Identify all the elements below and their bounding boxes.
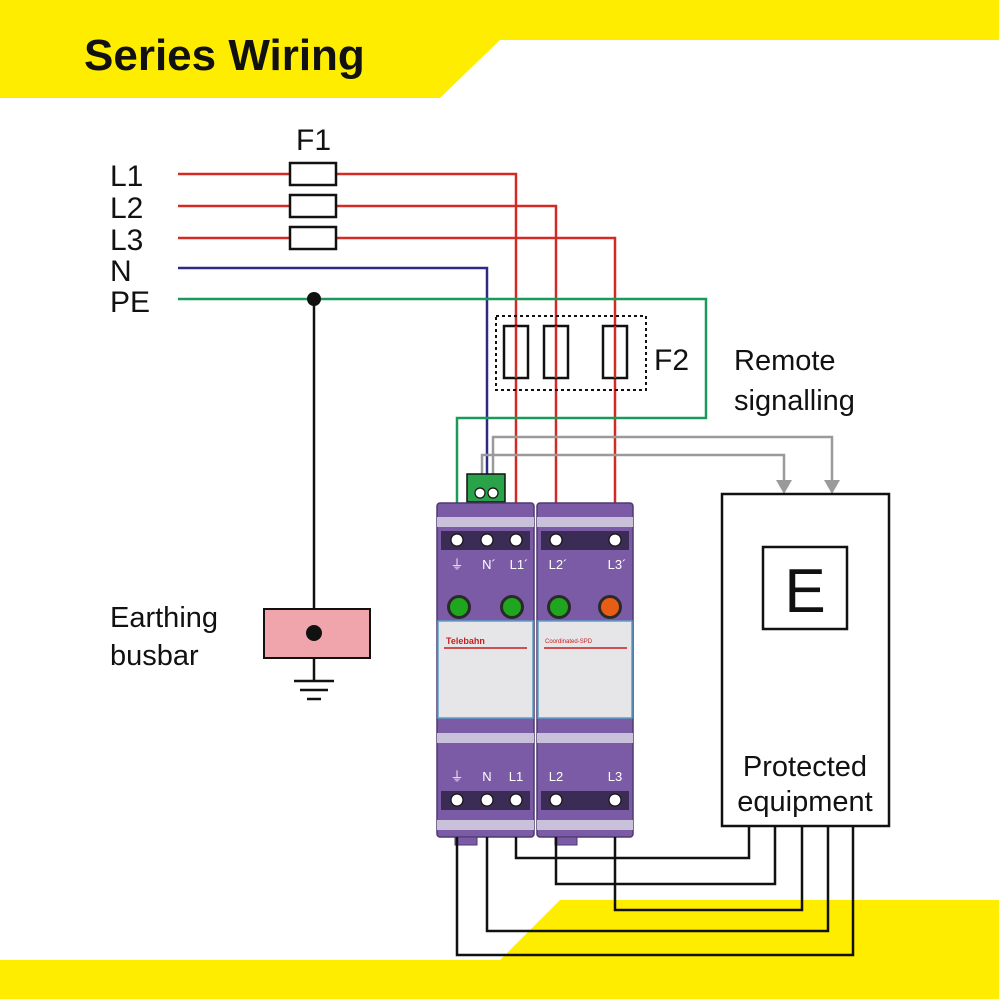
header-banner [0, 0, 999, 98]
remote-signal-terminal [466, 473, 506, 503]
top-terminal-label-l3: L3´ [608, 557, 627, 572]
remote-signalling-label-1: Remote [734, 345, 836, 377]
pe-wire [178, 297, 708, 505]
signal-arrow-1 [776, 480, 792, 494]
bottom-terminal-label-n: N [482, 769, 491, 784]
page-title: Series Wiring [84, 31, 365, 80]
remote-terminal-screw-1 [474, 487, 486, 499]
line-label-pe: PE [110, 286, 150, 319]
signal-wire-2 [491, 435, 834, 482]
top-terminal-label-pe: ⏚ [450, 557, 463, 572]
fuse-f1-l2 [288, 193, 338, 219]
line-label-l3: L3 [110, 224, 143, 257]
neutral-wire [178, 266, 489, 480]
line-label-n: N [110, 255, 132, 288]
pe-junction-dot [307, 292, 321, 306]
phase-wire-l1 [178, 172, 518, 505]
status-indicator-3 [547, 595, 571, 619]
fuse-label-f1: F1 [296, 124, 331, 157]
protected-equipment-label-1: Protected [743, 751, 867, 783]
equipment-symbol-box [761, 545, 849, 631]
phase-wire-l2 [178, 204, 558, 505]
module-2-label: Coordinated-SPD [545, 639, 593, 645]
din-clip-1 [454, 836, 478, 846]
brand-logo: Telebahn [446, 636, 485, 646]
line-label-l1: L1 [110, 160, 143, 193]
bottom-terminal-screws [450, 793, 622, 807]
fuse-label-f2: F2 [654, 344, 689, 377]
remote-terminal-screw-2 [487, 487, 499, 499]
fuse-f1-l3 [288, 225, 338, 251]
bottom-terminal-label-l1: L1 [509, 769, 523, 784]
earthing-busbar-label-1: Earthing [110, 602, 218, 634]
bottom-terminal-label-pe: ⏚ [450, 769, 463, 784]
top-terminal-label-l1: L1´ [510, 557, 529, 572]
output-wiring [455, 826, 855, 957]
signal-wire-1 [480, 453, 786, 482]
footer-banner [0, 900, 999, 999]
fuse-f1-l1 [288, 161, 338, 187]
fuse-group-f2 [495, 315, 647, 391]
remote-signalling-label-2: signalling [734, 385, 855, 417]
ground-symbol-icon [294, 679, 334, 701]
top-terminal-label-n: N´ [482, 557, 496, 572]
bottom-terminal-label-l3: L3 [608, 769, 622, 784]
equipment-symbol: E [784, 557, 825, 626]
busbar-junction-dot [306, 625, 322, 641]
status-indicator-1 [447, 595, 471, 619]
signal-arrow-2 [824, 480, 840, 494]
protected-equipment-label-2: equipment [737, 786, 872, 818]
status-indicator-4 [598, 595, 622, 619]
top-terminal-label-l2: L2´ [549, 557, 568, 572]
top-terminal-screws [450, 533, 622, 547]
bottom-terminal-label-l2: L2 [549, 769, 563, 784]
line-label-l2: L2 [110, 192, 143, 225]
earthing-busbar-label-2: busbar [110, 640, 199, 672]
spd-module-2 [536, 502, 634, 838]
status-indicator-2 [500, 595, 524, 619]
din-clip-2 [554, 836, 578, 846]
spd-module-1 [436, 502, 535, 838]
